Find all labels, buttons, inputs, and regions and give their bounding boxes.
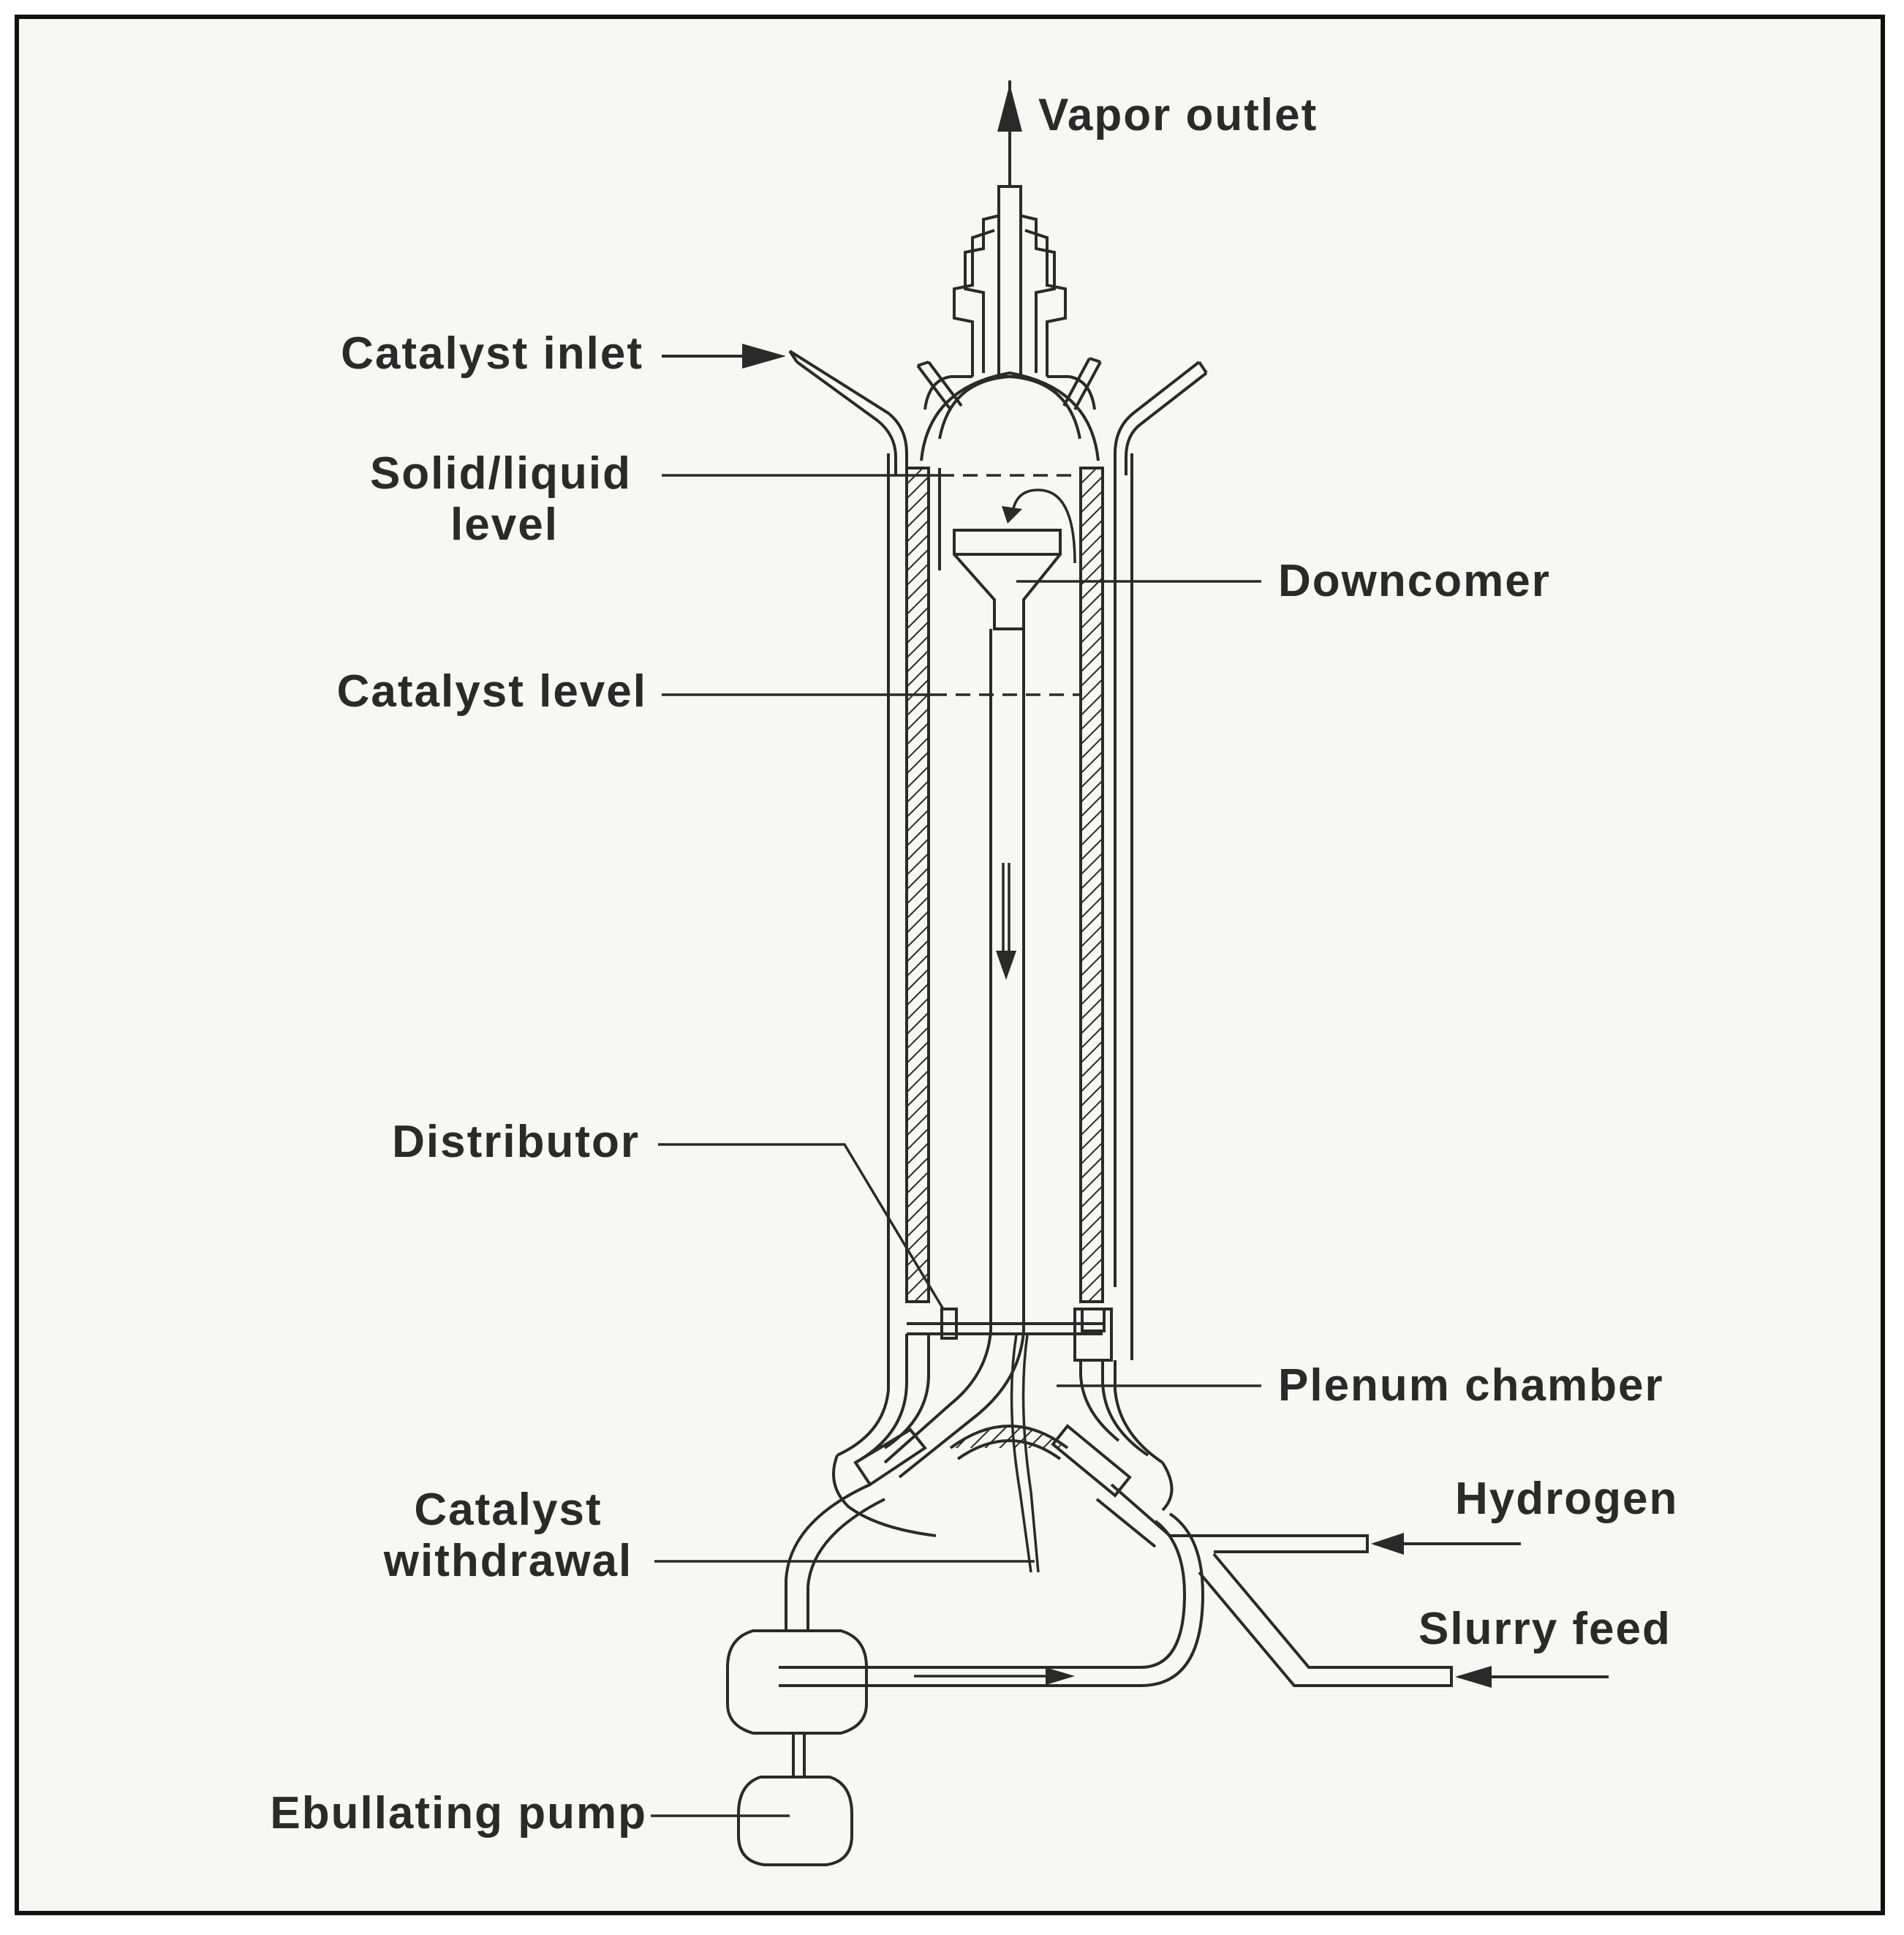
- vapor-outlet-pipe: [997, 80, 1022, 378]
- hydrogen-label: Hydrogen: [1455, 1474, 1678, 1524]
- right-hatched-wall: [1079, 467, 1104, 1303]
- reactor-head: [920, 214, 1100, 461]
- solid-liquid-label-line1: Solid/liquid: [370, 448, 632, 499]
- vapor-outlet-label: Vapor outlet: [1038, 90, 1318, 140]
- recycle-loop: [779, 1483, 1205, 1687]
- plenum-chamber: [832, 1334, 1174, 1548]
- reactor-shell: [887, 453, 1133, 1360]
- distributor-leader: [658, 1143, 945, 1310]
- leader-lines: [651, 344, 1261, 1817]
- labels: Vapor outlet Catalyst inlet Solid/liquid…: [270, 90, 1678, 1838]
- slurry-feed-label: Slurry feed: [1418, 1604, 1671, 1654]
- downcomer-label: Downcomer: [1278, 556, 1551, 606]
- hydrogen-arrow-icon: [1371, 1533, 1404, 1555]
- catalyst-level-label: Catalyst level: [337, 666, 647, 717]
- catalyst-inlet-arrow-icon: [742, 344, 786, 369]
- left-hatched-wall: [905, 467, 930, 1303]
- feed-lines: [1170, 1533, 1609, 1688]
- distributor-plate: [907, 1308, 1113, 1362]
- ebullating-pump-label: Ebullating pump: [270, 1788, 647, 1838]
- ebullating-pump: [726, 1629, 868, 1866]
- recycle-flow-arrow-icon: [1046, 1667, 1075, 1685]
- catalyst-withdrawal-label-line2: withdrawal: [383, 1536, 632, 1586]
- catalyst-withdrawal-label-line1: Catalyst: [414, 1485, 602, 1535]
- catalyst-inlet-label: Catalyst inlet: [341, 328, 643, 379]
- catalyst-inlet-pipes: [788, 350, 1208, 475]
- catalyst-withdrawal-pipe: [883, 1330, 1040, 1573]
- distributor-label: Distributor: [392, 1117, 640, 1167]
- downflow-arrow-icon: [996, 951, 1016, 980]
- vapor-outlet-arrow-icon: [997, 84, 1022, 132]
- diagram-frame: [15, 15, 1885, 1915]
- downcomer: [953, 489, 1076, 1331]
- plenum-chamber-label: Plenum chamber: [1278, 1360, 1664, 1411]
- solid-liquid-label-line2: level: [450, 499, 559, 550]
- slurry-feed-arrow-icon: [1455, 1666, 1492, 1688]
